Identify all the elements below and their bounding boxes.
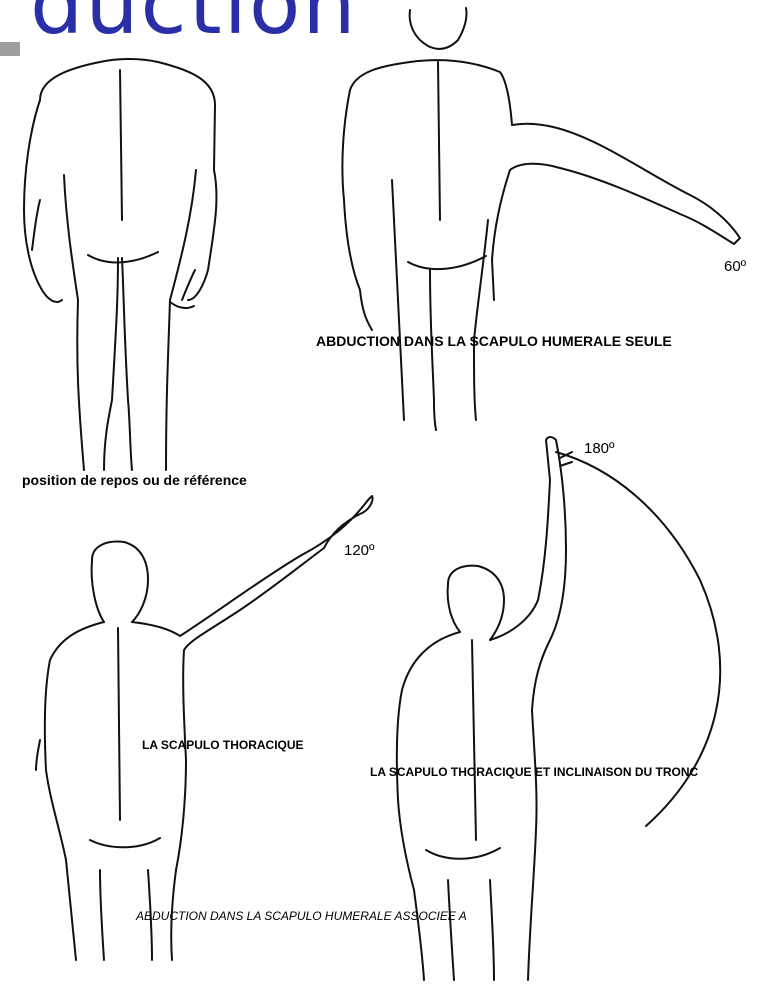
figure-trunk-inclination <box>397 437 720 980</box>
caption-shared: ABDUCTION DANS LA SCAPULO HUMERALE ASSOC… <box>136 909 467 923</box>
figure-rest-position <box>24 59 216 470</box>
angle-label-120: 120º <box>344 542 375 559</box>
caption-scapulothoracic: LA SCAPULO THORACIQUE <box>142 738 304 752</box>
angle-label-60: 60º <box>724 258 746 275</box>
angle-label-180: 180º <box>584 440 615 457</box>
figure-scapulothoracic <box>36 496 373 960</box>
caption-glenohumeral: ABDUCTION DANS LA SCAPULO HUMERALE SEULE <box>316 333 672 349</box>
caption-trunk-inclination: LA SCAPULO THORACIQUE ET INCLINAISON DU … <box>370 765 698 779</box>
figure-glenohumeral <box>342 8 740 430</box>
caption-rest-position: position de repos ou de référence <box>22 472 247 488</box>
